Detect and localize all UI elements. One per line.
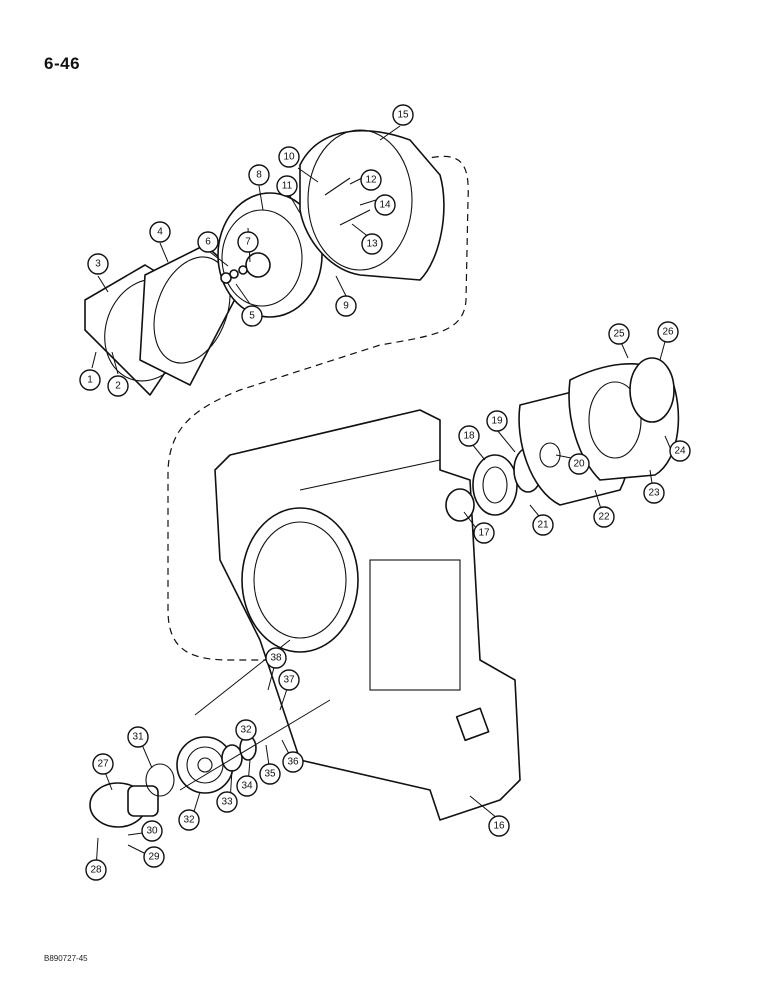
svg-text:37: 37: [283, 675, 295, 686]
callout-22: 22: [593, 506, 615, 528]
callout-4: 4: [149, 221, 171, 243]
svg-text:32: 32: [240, 725, 252, 736]
callout-23: 23: [643, 482, 665, 504]
svg-text:9: 9: [343, 301, 349, 312]
svg-text:38: 38: [270, 653, 282, 664]
gasket-4: [139, 244, 246, 386]
callout-13: 13: [361, 233, 383, 255]
svg-text:14: 14: [379, 200, 391, 211]
callout-2: 2: [107, 375, 129, 397]
callout-29: 29: [143, 846, 165, 868]
callout-19: 19: [486, 410, 508, 432]
callout-38: 38: [265, 647, 287, 669]
callout-31: 31: [127, 726, 149, 748]
callout-8: 8: [248, 164, 270, 186]
svg-text:16: 16: [493, 821, 505, 832]
shaft-17: [445, 488, 475, 522]
svg-text:29: 29: [148, 852, 160, 863]
callout-14: 14: [374, 194, 396, 216]
callout-35: 35: [259, 763, 281, 785]
svg-text:19: 19: [491, 416, 503, 427]
svg-text:1: 1: [87, 375, 93, 386]
callout-16: 16: [488, 815, 510, 837]
svg-text:25: 25: [613, 329, 625, 340]
bearing-18: [472, 454, 518, 516]
svg-text:27: 27: [97, 759, 109, 770]
svg-text:36: 36: [287, 757, 299, 768]
callout-21: 21: [532, 514, 554, 536]
callout-10: 10: [278, 146, 300, 168]
svg-text:23: 23: [648, 488, 660, 499]
callout-11: 11: [276, 175, 298, 197]
svg-text:11: 11: [282, 181, 293, 192]
callout-37: 37: [278, 669, 300, 691]
callout-34: 34: [236, 775, 258, 797]
svg-text:2: 2: [115, 381, 121, 392]
ring-20: [539, 442, 561, 468]
callout-32b: 32: [235, 719, 257, 741]
callout-3: 3: [87, 253, 109, 275]
callout-5: 5: [241, 305, 263, 327]
callout-32: 32: [178, 809, 200, 831]
callout-33: 33: [216, 791, 238, 813]
assembly-path-dashed: [167, 155, 469, 661]
callout-28: 28: [85, 859, 107, 881]
callout-36: 36: [282, 751, 304, 773]
svg-text:10: 10: [283, 152, 295, 163]
svg-text:13: 13: [366, 239, 378, 250]
callout-1: 1: [79, 369, 101, 391]
svg-text:31: 31: [132, 732, 144, 743]
callout-7: 7: [237, 231, 259, 253]
svg-text:21: 21: [537, 520, 549, 531]
snap-ring-31: [145, 763, 175, 797]
svg-text:24: 24: [674, 446, 686, 457]
page-number: 6-46: [44, 54, 81, 73]
svg-text:8: 8: [256, 170, 262, 181]
callout-17: 17: [473, 522, 495, 544]
svg-text:6: 6: [205, 237, 211, 248]
callout-26: 26: [657, 321, 679, 343]
svg-text:18: 18: [463, 431, 475, 442]
svg-text:34: 34: [241, 781, 253, 792]
svg-text:32: 32: [183, 815, 195, 826]
callout-20: 20: [568, 453, 590, 475]
svg-text:26: 26: [662, 327, 674, 338]
bearing-33-34: [221, 735, 257, 772]
svg-text:28: 28: [90, 865, 102, 876]
callout-12: 12: [360, 169, 382, 191]
callout-6: 6: [197, 231, 219, 253]
transmission-case-16: [214, 409, 521, 821]
svg-text:33: 33: [221, 797, 233, 808]
housing-15: [299, 129, 445, 281]
converter-8: [217, 192, 323, 318]
callout-15: 15: [392, 104, 414, 126]
callout-9: 9: [335, 295, 357, 317]
figure-code: B890727-45: [44, 954, 88, 963]
callout-24: 24: [669, 440, 691, 462]
callout-27: 27: [92, 753, 114, 775]
svg-text:35: 35: [264, 769, 276, 780]
svg-text:7: 7: [245, 237, 251, 248]
svg-text:17: 17: [478, 528, 490, 539]
callout-25: 25: [608, 323, 630, 345]
svg-text:15: 15: [397, 110, 409, 121]
svg-text:3: 3: [95, 259, 101, 270]
cover-27: [89, 782, 159, 828]
callout-30: 30: [141, 820, 163, 842]
svg-text:22: 22: [598, 512, 610, 523]
callout-18: 18: [458, 425, 480, 447]
gasket-26: [629, 357, 675, 423]
svg-text:12: 12: [365, 175, 377, 186]
seal-rings-5-6-7: [220, 265, 248, 284]
svg-text:20: 20: [573, 459, 585, 470]
svg-text:5: 5: [249, 311, 255, 322]
svg-text:30: 30: [146, 826, 158, 837]
svg-text:4: 4: [157, 227, 163, 238]
